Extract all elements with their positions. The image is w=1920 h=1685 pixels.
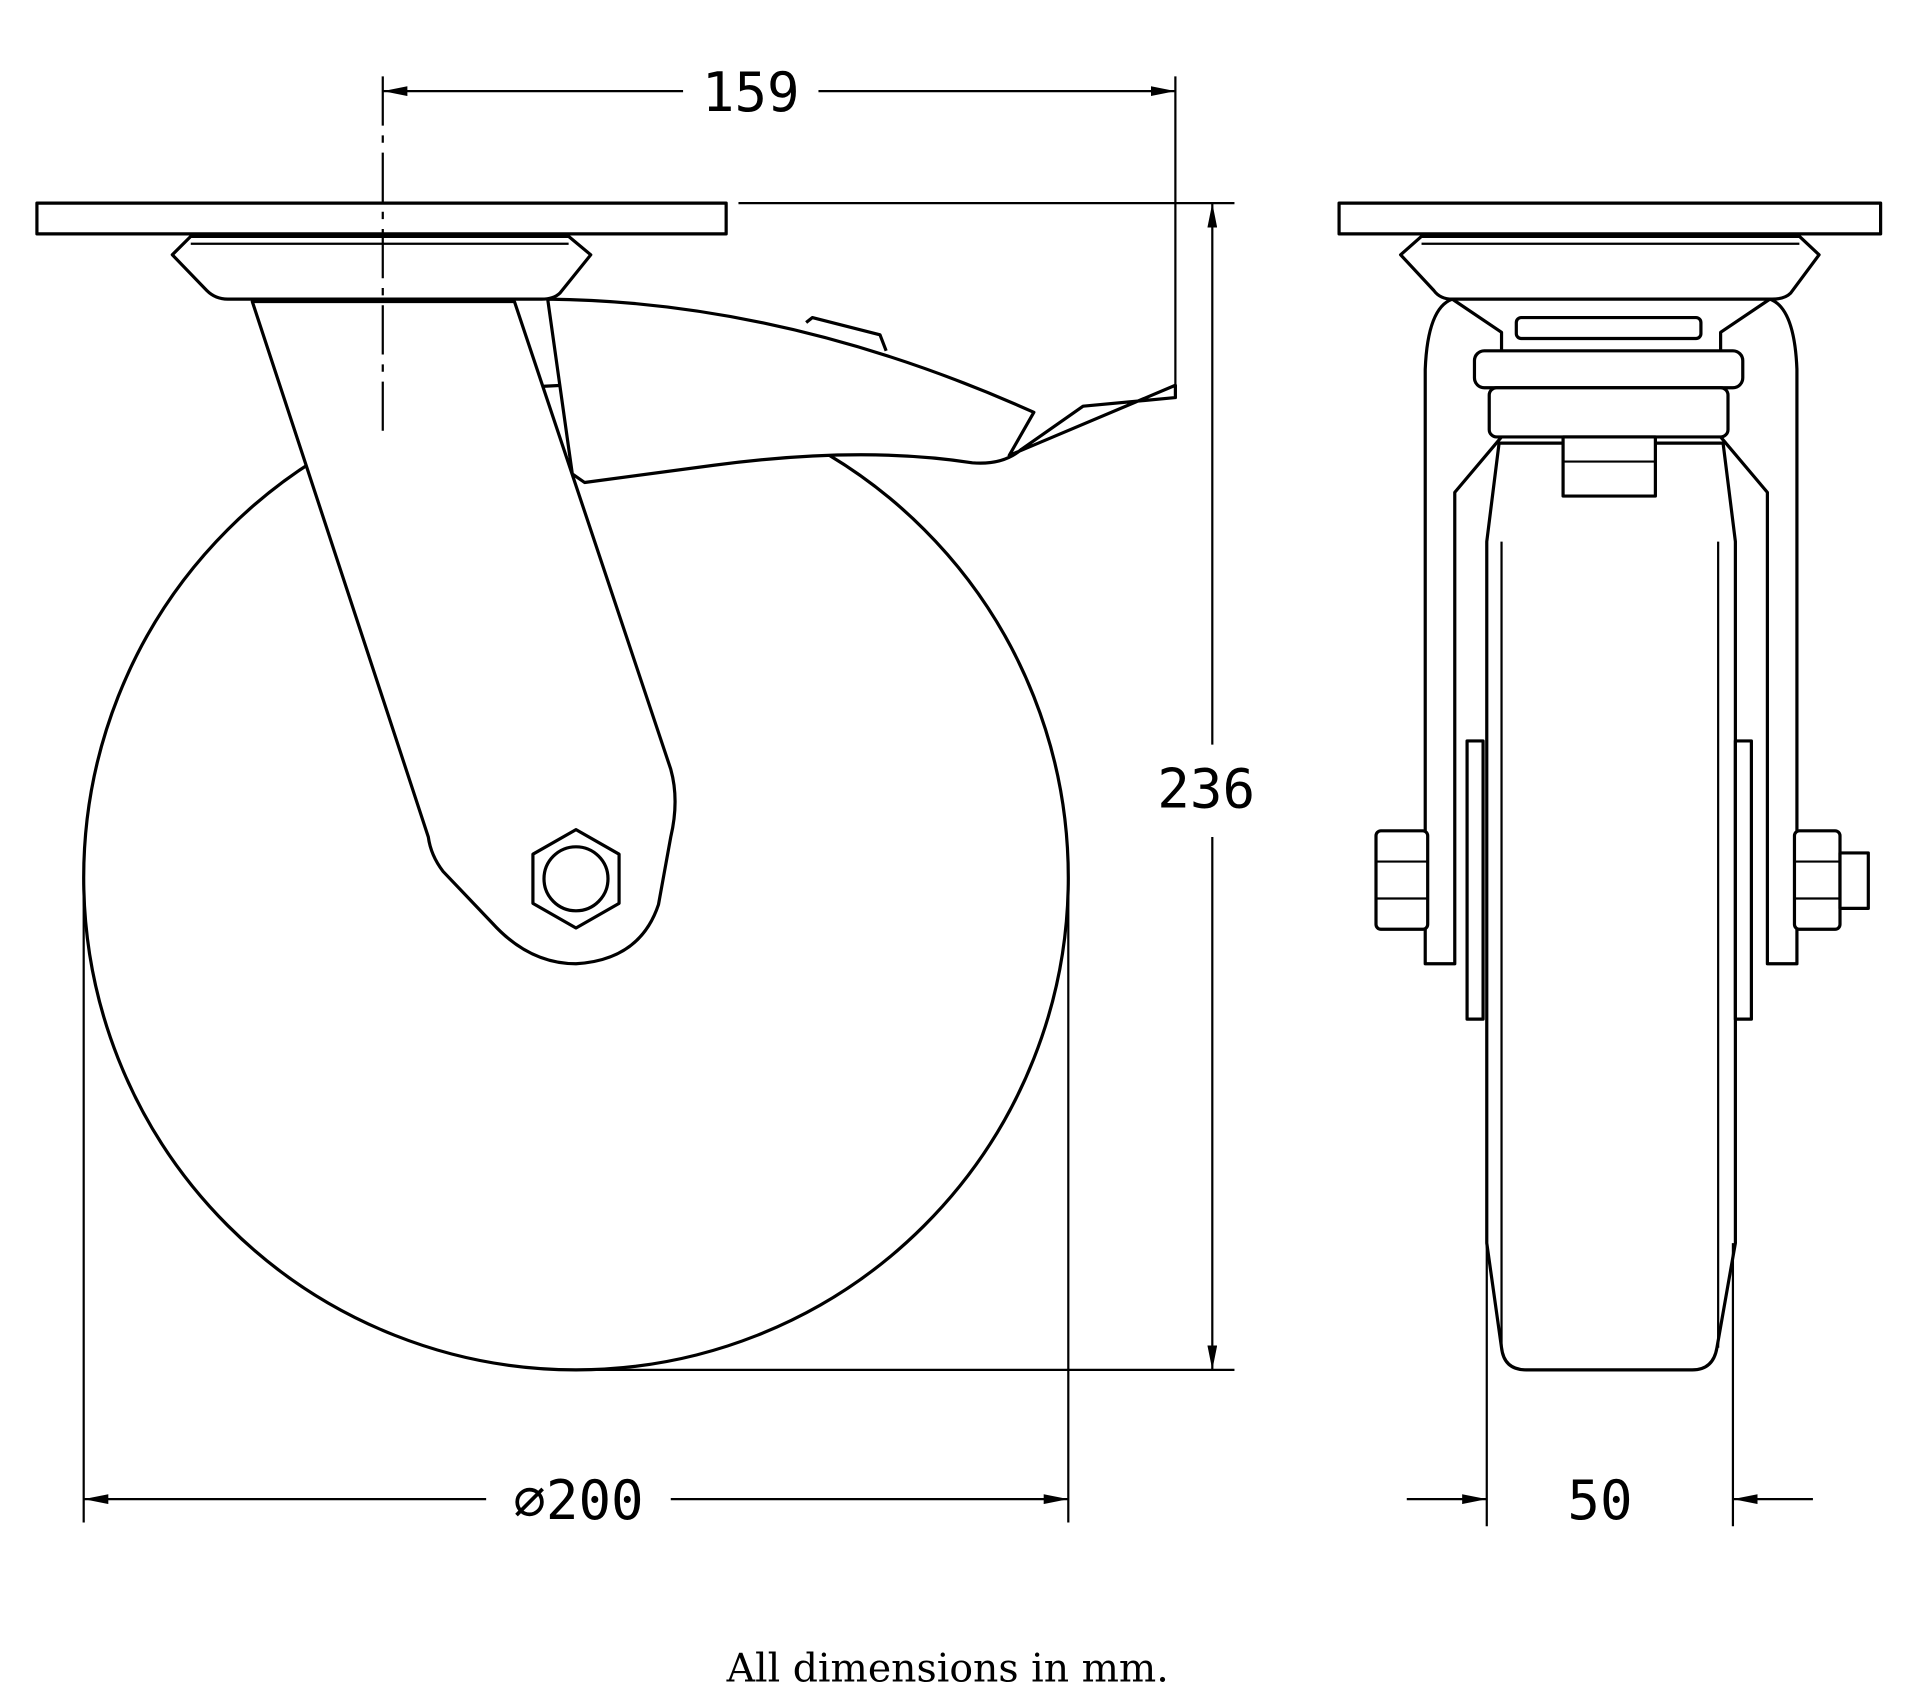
brake-lever (546, 297, 1177, 485)
brake-block (1472, 349, 1745, 390)
dim-159-label: 159 (702, 61, 800, 124)
swivel-head-front (1399, 234, 1821, 301)
nut-left (1374, 829, 1430, 931)
dim-236-label: 236 (1157, 757, 1255, 820)
dimension-236: 236 (576, 202, 1255, 1371)
side-view (35, 201, 1177, 1372)
axle-side (542, 845, 610, 913)
nut-right (1792, 829, 1842, 931)
dim-200-label: ⌀200 (513, 1469, 643, 1532)
front-view (1337, 201, 1883, 1372)
fork-outer-front (1423, 297, 1504, 966)
swivel-head-side (170, 234, 593, 301)
dimension-200: ⌀200 (82, 877, 1070, 1532)
hub-plate-left (1465, 739, 1485, 1021)
bolt-end (1838, 851, 1870, 910)
fork-leg-side (250, 299, 677, 966)
hub-plate-right (1733, 739, 1753, 1021)
dimension-50: 50 (1406, 1243, 1813, 1532)
dim-50-label: 50 (1567, 1469, 1632, 1532)
top-plate-side (35, 201, 728, 236)
units-note: All dimensions in mm. (726, 1645, 1169, 1685)
dimension-159: 159 (381, 61, 1177, 431)
top-plate-front (1337, 201, 1883, 236)
wheel-front (1485, 441, 1737, 1372)
